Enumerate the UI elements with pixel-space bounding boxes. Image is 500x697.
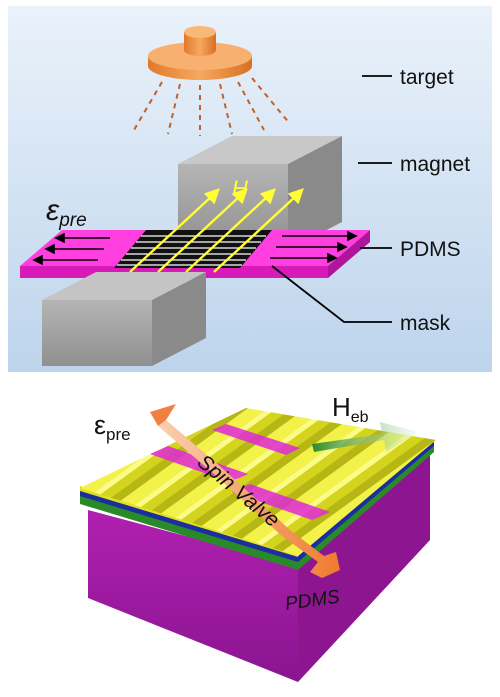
strain-arrows-right <box>270 230 358 264</box>
top-panel: target magnet PDMS mask H εpre <box>8 6 492 372</box>
heb-label: Heb <box>332 392 369 426</box>
bottom-panel: εpre Heb Spin Valve PDMS <box>80 392 436 682</box>
magnet-front <box>42 272 206 366</box>
heb-arrow <box>312 422 418 452</box>
field-h-label: H <box>232 176 248 201</box>
sputter-rays <box>133 77 291 136</box>
strain-label-top: εpre <box>46 194 87 231</box>
magnet-label: magnet <box>400 153 470 176</box>
field-arrows <box>129 188 304 273</box>
strain-arrows-left <box>32 232 110 266</box>
strain-label-bottom: εpre <box>94 410 131 444</box>
strain-arrow-bottom <box>150 404 340 578</box>
leader-lines <box>271 75 392 323</box>
multilayer-edge-side <box>298 440 434 570</box>
mask-label: mask <box>400 312 451 335</box>
pdms-label-top: PDMS <box>400 238 461 261</box>
target-label: target <box>400 66 454 89</box>
sputter-target <box>148 26 252 80</box>
